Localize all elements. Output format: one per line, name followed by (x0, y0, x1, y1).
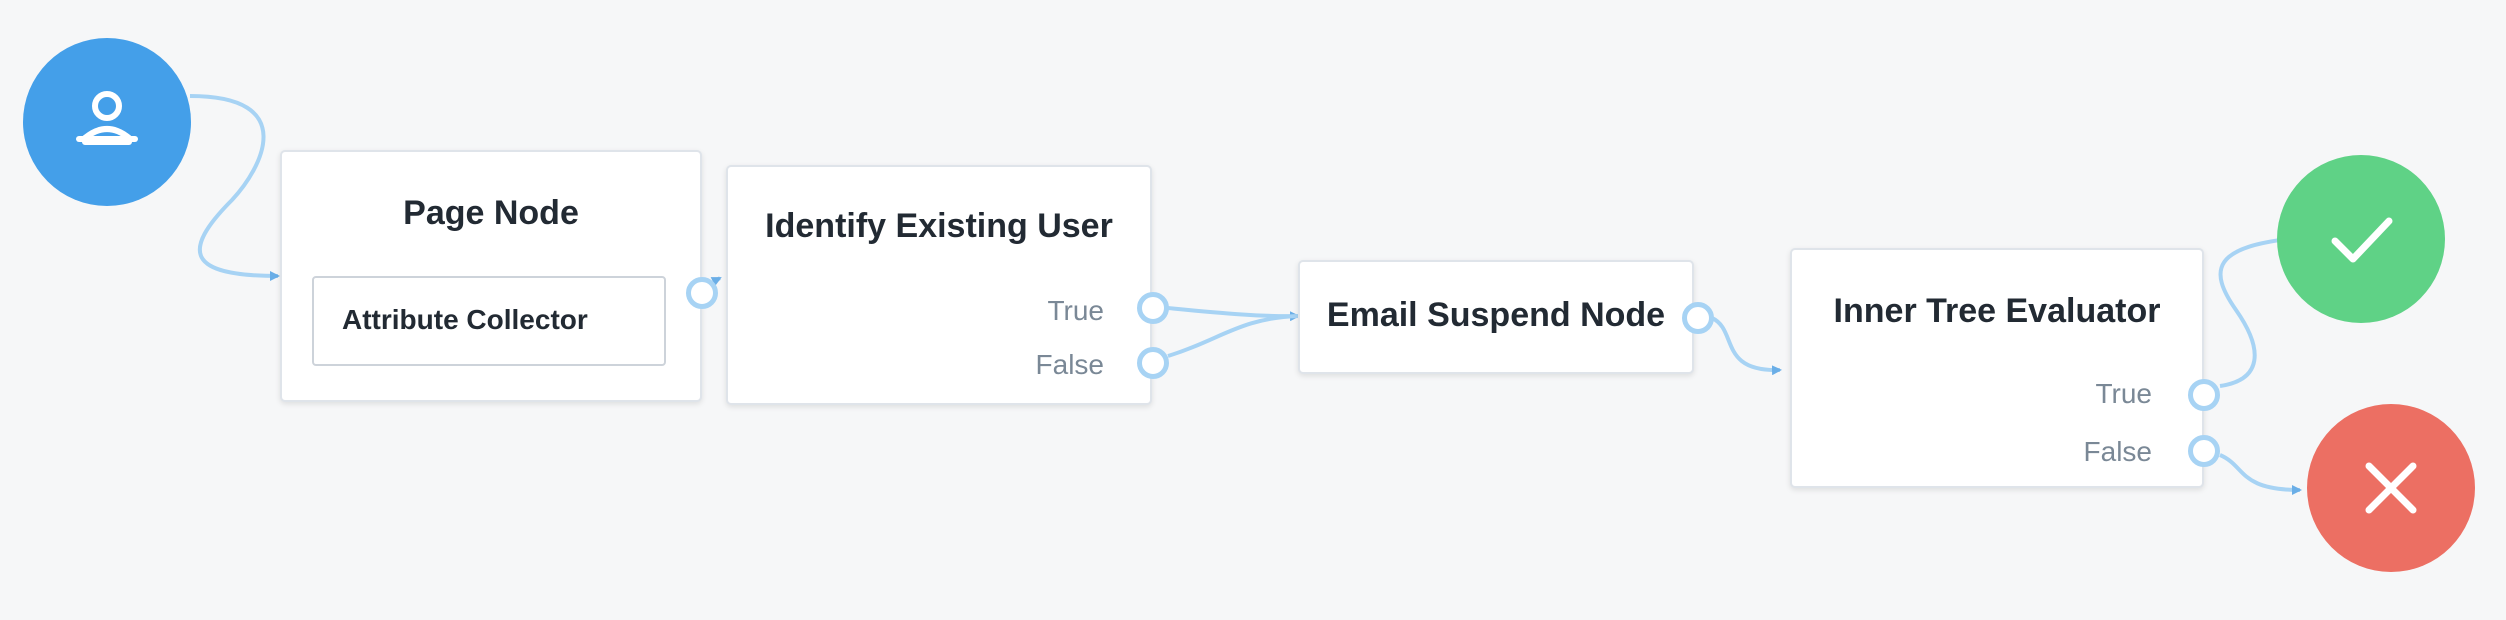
start-node[interactable] (23, 38, 191, 206)
outcome-true-label: True (1047, 295, 1104, 326)
wire-inner-tree-true-to-success (2218, 233, 2300, 388)
identify-existing-user-node[interactable]: Identify Existing User True False (726, 165, 1152, 405)
outcome-false-label: False (2083, 436, 2152, 467)
email-suspend-node[interactable]: Email Suspend Node (1298, 260, 1694, 374)
page-node-outcome-port[interactable] (686, 277, 718, 309)
wire-email-suspend-to-inner-tree-evaluator (1710, 316, 1782, 376)
node-title: Email Suspend Node (1326, 296, 1666, 334)
wire-identify-true-to-email-suspend-node (1167, 306, 1300, 322)
inner-tree-evaluator-node[interactable]: Inner Tree Evaluator True False (1790, 248, 2204, 488)
child-node-label: Attribute Collector (342, 304, 588, 335)
outcome-false-label: False (1035, 349, 1104, 380)
success-node[interactable] (2277, 155, 2445, 323)
check-icon (2331, 217, 2393, 263)
node-title: Identify Existing User (765, 207, 1113, 245)
node-title: Page Node (403, 194, 579, 232)
close-icon (2365, 462, 2417, 514)
inner-tree-false-port[interactable] (2188, 435, 2220, 467)
email-suspend-outcome-port[interactable] (1682, 302, 1714, 334)
user-icon (76, 91, 138, 145)
attribute-collector-child-node[interactable]: Attribute Collector (312, 276, 666, 366)
inner-tree-true-port[interactable] (2188, 379, 2220, 411)
node-title: Inner Tree Evaluator (1833, 292, 2161, 330)
wire-start-to-page-node (189, 94, 280, 281)
failure-node[interactable] (2307, 404, 2475, 572)
wire-inner-tree-false-to-failure (2219, 453, 2302, 495)
wire-identify-false-to-email-suspend-node (1167, 314, 1299, 358)
outcome-true-label: True (2095, 378, 2152, 409)
identify-false-port[interactable] (1137, 347, 1169, 379)
identify-true-port[interactable] (1137, 292, 1169, 324)
page-node[interactable]: Page Node Attribute Collector (280, 150, 702, 402)
